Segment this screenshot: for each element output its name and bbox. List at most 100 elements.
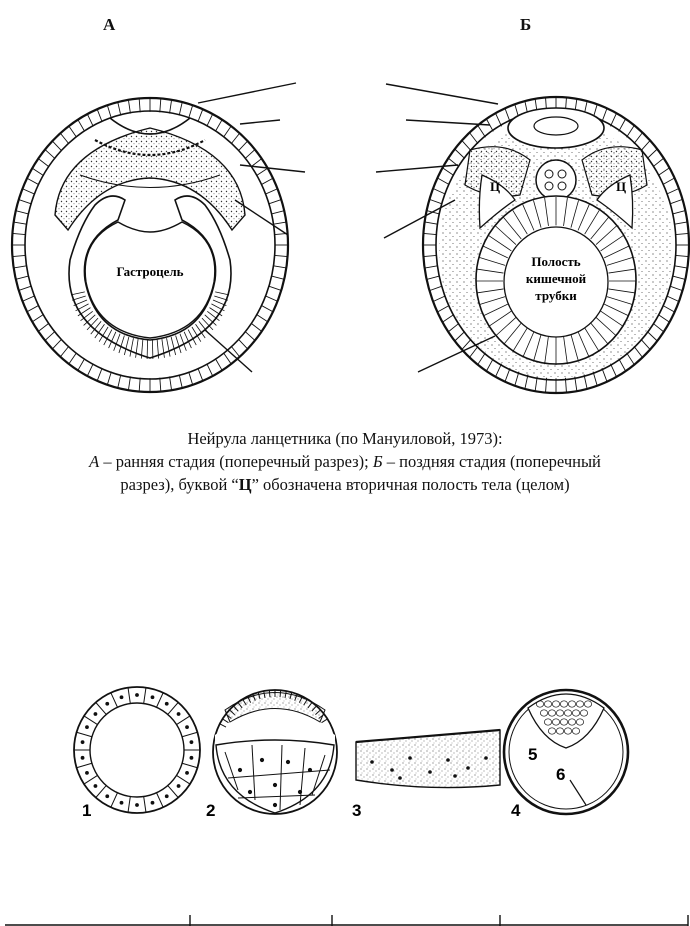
cell-wall-line bbox=[469, 346, 479, 358]
cell-wall-line bbox=[251, 744, 256, 801]
cell-wall-line bbox=[169, 376, 173, 391]
cell-wall-line bbox=[206, 363, 214, 377]
cell-wall-line bbox=[426, 275, 440, 280]
cell-wall-line bbox=[479, 256, 506, 266]
cell-wall-line bbox=[188, 371, 194, 385]
cell-wall-line bbox=[307, 702, 313, 709]
cell-wall-line bbox=[600, 235, 624, 252]
cell-wall-line bbox=[176, 715, 191, 726]
cell-nucleus bbox=[93, 712, 98, 716]
cell-wall-line bbox=[263, 690, 266, 699]
cell-wall-line bbox=[156, 692, 164, 708]
cell-nucleus bbox=[85, 725, 89, 730]
cell-wall-line bbox=[237, 702, 243, 709]
cell-wall-line bbox=[437, 305, 450, 313]
panel-letter-b: Б bbox=[520, 15, 532, 34]
cell-wall-line bbox=[672, 275, 686, 280]
endoderm-cell-line bbox=[140, 339, 144, 359]
cell-nucleus bbox=[272, 782, 278, 788]
blastula-3 bbox=[355, 728, 501, 789]
cell-wall-line bbox=[658, 167, 670, 176]
cell-wall-line bbox=[590, 322, 609, 345]
cell-wall-line bbox=[250, 158, 262, 168]
cell-wall-line bbox=[669, 285, 683, 292]
cell-wall-line bbox=[469, 132, 479, 144]
blastoderm-cell bbox=[548, 727, 556, 735]
cell-wall-line bbox=[77, 358, 86, 371]
cell-wall-line bbox=[592, 371, 598, 386]
cell-wall-line bbox=[564, 377, 567, 393]
cell-wall-line bbox=[261, 305, 274, 313]
cell-wall-line bbox=[570, 200, 579, 228]
cell-wall-line bbox=[442, 314, 454, 323]
cell-wall-line bbox=[608, 268, 636, 274]
cell-wall-line bbox=[38, 158, 50, 168]
cell-wall-line bbox=[176, 774, 191, 785]
cell-nucleus bbox=[446, 758, 450, 762]
gut-cavity-label-2: кишечной bbox=[526, 271, 587, 286]
cell-wall-line bbox=[138, 98, 141, 113]
cell-wall-line bbox=[646, 148, 658, 159]
endoderm-cell-line bbox=[70, 291, 85, 296]
cell-wall-line bbox=[672, 210, 686, 215]
cell-wall-line bbox=[534, 376, 538, 391]
cell-wall-line bbox=[233, 705, 239, 712]
cell-nucleus bbox=[398, 776, 402, 780]
cell-nucleus bbox=[189, 740, 194, 745]
caption-line-1: Нейрула ланцетника (по Мануиловой, 1973)… bbox=[187, 429, 503, 448]
cell-nucleus bbox=[85, 770, 89, 775]
cell-wall-line bbox=[618, 118, 626, 132]
cell-wall-line bbox=[52, 338, 62, 350]
table-fragment bbox=[5, 915, 689, 926]
cell-wall-line bbox=[15, 210, 29, 215]
neurula-early-section: Гастроцель bbox=[10, 96, 290, 394]
caption-text-a: – ранняя стадия (поперечный разрез); bbox=[99, 452, 373, 471]
cell-wall-line bbox=[504, 367, 511, 382]
cell-wall-line bbox=[76, 731, 93, 738]
cell-wall-line bbox=[96, 109, 103, 123]
cell-wall-line bbox=[311, 754, 326, 796]
cell-wall-line bbox=[584, 210, 600, 235]
cell-wall-line bbox=[675, 232, 689, 235]
blastoderm-cell bbox=[552, 700, 560, 708]
cell-wall-line bbox=[242, 698, 247, 706]
endoderm-cell-line bbox=[118, 335, 125, 354]
cell-wall-line bbox=[662, 305, 675, 313]
cell-wall-line bbox=[626, 125, 635, 138]
blastoderm-cell bbox=[556, 709, 564, 717]
endoderm-cell-line bbox=[80, 310, 93, 322]
cell-wall-line bbox=[610, 113, 617, 127]
cell-wall-line bbox=[318, 713, 325, 719]
cell-wall-line bbox=[483, 245, 508, 259]
endoderm-cell-line bbox=[129, 338, 134, 357]
cell-wall-line bbox=[95, 785, 107, 798]
cell-nucleus bbox=[105, 701, 110, 706]
cell-wall-line bbox=[257, 692, 261, 700]
cell-wall-line bbox=[167, 785, 179, 798]
cell-wall-line bbox=[244, 149, 256, 159]
cell-wall-line bbox=[563, 336, 568, 365]
endoderm-cell-line bbox=[146, 339, 149, 359]
cell-wall-line bbox=[524, 374, 529, 389]
cell-wall-line bbox=[223, 352, 232, 365]
cell-wall-line bbox=[12, 254, 26, 257]
cell-wall-line bbox=[256, 314, 268, 323]
cell-wall-line bbox=[271, 275, 285, 280]
cell-wall-line bbox=[303, 698, 308, 706]
endoderm-cell-line bbox=[212, 299, 227, 306]
cell-wall-line bbox=[432, 188, 446, 195]
blastula-2 bbox=[212, 689, 338, 815]
cell-wall-line bbox=[26, 305, 39, 313]
cell-wall-line bbox=[18, 199, 32, 205]
cell-wall-line bbox=[178, 101, 183, 116]
endoderm-cell-line bbox=[214, 295, 229, 301]
cell-wall-line bbox=[138, 377, 141, 392]
pointer-lines-b bbox=[375, 83, 499, 373]
blastoderm-cell bbox=[572, 727, 580, 735]
endoderm-cell-line bbox=[73, 299, 88, 306]
pointer-lines-a bbox=[197, 82, 306, 373]
cell-wall-line bbox=[618, 358, 626, 372]
endoderm-cell-line bbox=[201, 317, 214, 331]
endoderm-cell-line bbox=[204, 314, 217, 326]
